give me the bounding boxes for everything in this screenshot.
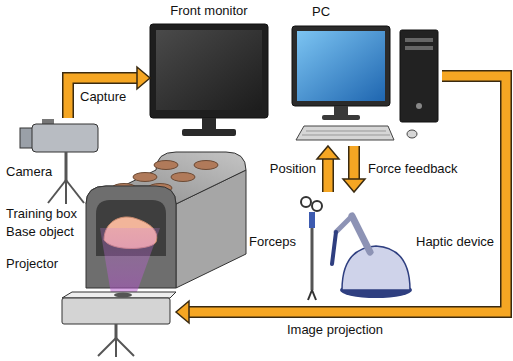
arrow-label: Capture bbox=[80, 89, 126, 104]
arrow-label: Force feedback bbox=[368, 161, 458, 176]
pc-drive bbox=[405, 46, 433, 50]
projection-beam bbox=[100, 228, 160, 300]
haptic-device-icon bbox=[332, 216, 412, 298]
haptic-forearm bbox=[336, 216, 352, 232]
forceps-jaw bbox=[312, 290, 316, 300]
pc-tower bbox=[400, 30, 438, 122]
haptic-device-node: Haptic device bbox=[324, 192, 414, 300]
arrow-head bbox=[137, 67, 150, 89]
device-label: Haptic device bbox=[416, 234, 494, 249]
tripod-leg bbox=[98, 338, 116, 356]
flow-arrow bbox=[68, 67, 150, 118]
pc-drive bbox=[405, 38, 433, 42]
projector-top bbox=[62, 292, 176, 298]
pc-monitor-bezel bbox=[292, 26, 390, 106]
projector-body bbox=[62, 298, 170, 324]
arrow-head bbox=[176, 301, 189, 323]
monitor-bezel bbox=[150, 24, 268, 118]
keyboard-keys bbox=[306, 131, 386, 132]
monitor-base bbox=[182, 129, 236, 136]
forceps-icon bbox=[301, 197, 322, 300]
tripod-pole bbox=[65, 152, 68, 181]
device-label: Front monitor bbox=[150, 3, 268, 18]
pc-screen bbox=[297, 31, 385, 101]
device-label: Forceps bbox=[246, 234, 296, 249]
forceps-jaw bbox=[308, 290, 312, 300]
flow-arrow bbox=[176, 76, 506, 323]
pc-monitor-neck bbox=[334, 106, 348, 115]
tripod-leg bbox=[66, 180, 84, 203]
tripod-pole bbox=[115, 324, 118, 339]
arrow-shaft bbox=[324, 158, 333, 192]
tripod-leg bbox=[65, 180, 67, 204]
port-hole bbox=[154, 161, 178, 170]
pc-button bbox=[416, 103, 422, 109]
camera-node: Camera bbox=[28, 118, 108, 206]
device-label: Base object bbox=[6, 224, 74, 239]
flow-arrow bbox=[343, 146, 365, 192]
forceps-grip bbox=[309, 212, 315, 228]
camera-icon bbox=[20, 119, 98, 204]
mouse bbox=[407, 130, 417, 138]
forceps-node: Forceps bbox=[298, 194, 324, 302]
arrow-outline bbox=[322, 158, 334, 192]
port-hole bbox=[133, 173, 157, 182]
device-label: Projector bbox=[6, 256, 58, 271]
keyboard-keys bbox=[302, 135, 390, 136]
tripod-leg bbox=[116, 338, 134, 356]
arrow-outline bbox=[348, 146, 360, 180]
haptic-dome bbox=[342, 246, 410, 290]
arrow-shaft bbox=[68, 78, 138, 118]
tripod-leg bbox=[115, 338, 117, 357]
device-label: Camera bbox=[6, 164, 52, 179]
monitor-screen bbox=[156, 30, 262, 110]
pc-icon bbox=[292, 26, 438, 140]
port-hole bbox=[194, 161, 218, 170]
port-hole bbox=[171, 173, 195, 182]
keyboard bbox=[296, 126, 394, 140]
monitor-node: Front monitor bbox=[150, 22, 268, 140]
camera-body bbox=[32, 124, 98, 152]
flow-arrow bbox=[317, 146, 339, 192]
arrow-shaft bbox=[188, 76, 506, 312]
haptic-arm bbox=[352, 216, 370, 252]
training-box-node: Training boxBase object bbox=[84, 150, 248, 290]
monitor-neck bbox=[202, 118, 216, 129]
arrow-label: Position bbox=[226, 161, 316, 176]
arrow-head bbox=[343, 179, 365, 192]
front-monitor-icon bbox=[150, 24, 268, 136]
device-label: PC bbox=[312, 4, 330, 19]
arrow-shaft bbox=[350, 146, 359, 180]
projector-lens bbox=[114, 293, 132, 298]
arrow-head bbox=[317, 146, 339, 159]
projector-node: Projector bbox=[58, 290, 176, 358]
arrow-outline bbox=[68, 78, 138, 118]
pc-node: PC bbox=[290, 24, 442, 146]
forceps-ring bbox=[301, 197, 311, 207]
tripod-leg bbox=[48, 180, 66, 203]
forceps-ring bbox=[312, 201, 322, 211]
forceps-shaft bbox=[311, 228, 314, 290]
arrow-label: Image projection bbox=[250, 322, 420, 337]
training-box-illustration bbox=[86, 152, 246, 300]
arrow-outline bbox=[188, 76, 506, 312]
device-label: Training box bbox=[6, 206, 77, 221]
pc-monitor-base bbox=[322, 115, 360, 120]
haptic-stylus bbox=[332, 232, 336, 264]
projector-icon bbox=[62, 292, 176, 357]
